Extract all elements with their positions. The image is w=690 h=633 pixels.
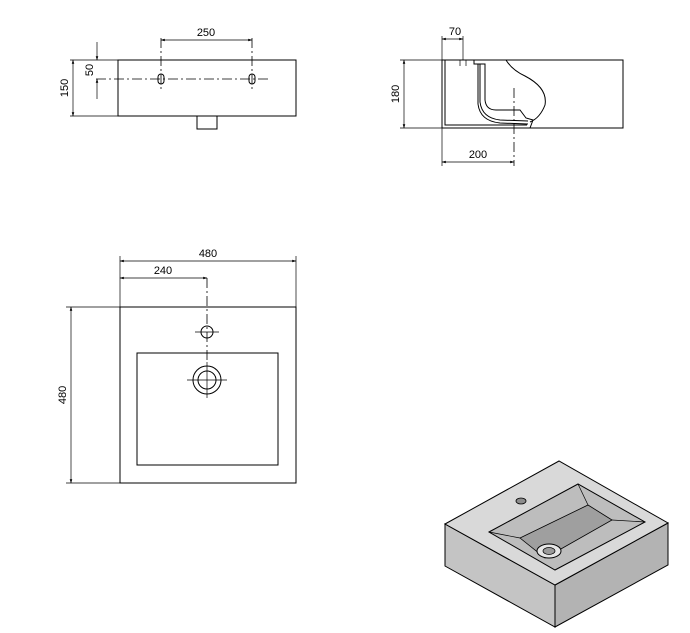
iso-tap-hole <box>515 497 527 505</box>
dim-label-250: 250 <box>197 27 215 39</box>
iso-bowl-edge-3 <box>611 519 646 523</box>
iso-drain-inner <box>542 547 556 555</box>
front-view-body <box>117 59 297 117</box>
isometric-view <box>443 460 670 628</box>
iso-bowl-edge-1 <box>488 531 521 539</box>
dim-label-50: 50 <box>84 64 96 76</box>
top-view-bowl <box>136 352 279 466</box>
section-inner-wall <box>444 60 527 126</box>
dim-label-180: 180 <box>390 85 402 103</box>
front-view: 250 150 50 <box>59 27 297 130</box>
dim-label-480-depth: 480 <box>57 386 69 404</box>
drain-outlet <box>196 115 218 130</box>
dim-label-240: 240 <box>154 265 172 277</box>
side-view: 70 180 200 <box>390 26 624 166</box>
iso-bowl-edge-2 <box>577 483 589 506</box>
basin-curve <box>505 59 546 123</box>
section-cutout <box>441 60 534 129</box>
bowl-profile-inner <box>477 64 529 125</box>
bowl-profile <box>479 64 529 122</box>
top-view: 480 240 480 <box>57 248 297 484</box>
dim-label-70: 70 <box>449 26 461 38</box>
dim-label-150: 150 <box>59 79 71 97</box>
side-view-body <box>441 59 624 129</box>
dim-label-480-width: 480 <box>199 248 217 260</box>
dim-label-200: 200 <box>469 149 487 161</box>
top-view-outline <box>119 306 297 484</box>
